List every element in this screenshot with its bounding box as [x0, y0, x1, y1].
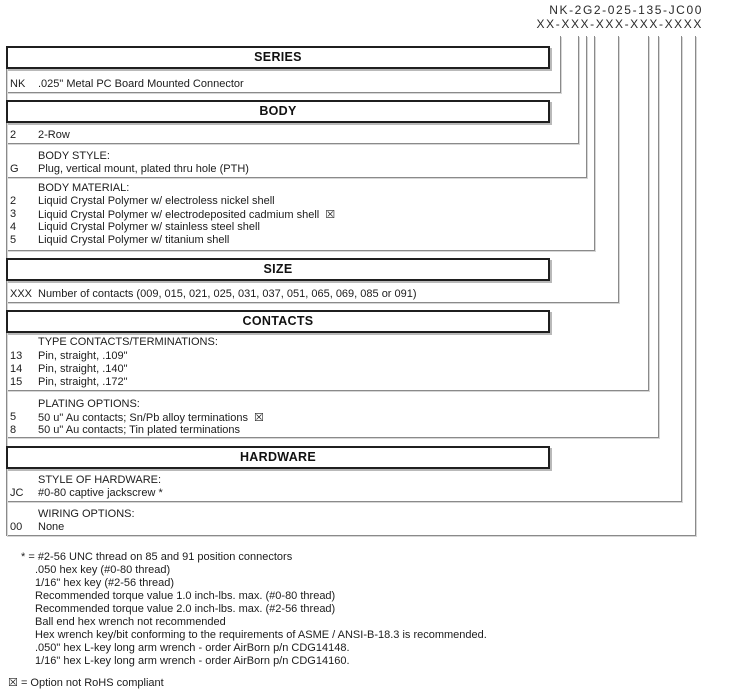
option-description: Pin, straight, .109": [38, 350, 128, 362]
footnote-line: Recommended torque value 1.0 inch-lbs. m…: [35, 590, 336, 602]
footnote-line: Hex wrench key/bit conforming to the req…: [35, 629, 487, 641]
option-code: 2: [10, 195, 17, 207]
rohs-legend-text: = Option not RoHS compliant: [20, 677, 164, 689]
footnote-line: Recommended torque value 2.0 inch-lbs. m…: [35, 603, 336, 615]
group-heading: BODY STYLE:: [38, 150, 110, 162]
option-description: 50 u" Au contacts; Sn/Pb alloy terminati…: [38, 411, 264, 424]
not-rohs-icon: ☒: [8, 676, 18, 689]
option-row: G Plug, vertical mount, plated thru hole …: [6, 163, 666, 176]
option-row: XXX Number of contacts (009, 015, 021, 02…: [6, 288, 666, 301]
option-row: 5 50 u" Au contacts; Sn/Pb alloy terminat…: [6, 411, 666, 424]
option-code: 00: [10, 521, 23, 533]
option-description: .025" Metal PC Board Mounted Connector: [38, 78, 244, 90]
callout-vline: [658, 36, 659, 437]
option-description: Pin, straight, .140": [38, 363, 128, 375]
option-description: 2-Row: [38, 129, 70, 141]
option-row: 5 Liquid Crystal Polymer w/ titanium shel…: [6, 234, 666, 247]
option-code: XXX: [10, 288, 33, 300]
section-title-box: SIZE: [6, 258, 550, 281]
part-number-mask: XX-XXX-XXX-XXX-XXXX: [536, 17, 703, 31]
footnote-line: 1/16" hex L-key long arm wrench - order …: [35, 655, 350, 667]
option-row: 13 Pin, straight, .109": [6, 350, 666, 363]
section-title: SIZE: [263, 262, 293, 276]
callout-hline: [6, 302, 619, 303]
option-code: 4: [10, 221, 17, 233]
callout-hline: [6, 250, 595, 251]
callout-hline: [6, 437, 659, 438]
footnote-line: .050" hex L-key long arm wrench - order …: [35, 642, 350, 654]
callout-vline: [681, 36, 682, 501]
option-description: Liquid Crystal Polymer w/ electrodeposit…: [38, 208, 336, 221]
option-description: 50 u" Au contacts; Tin plated terminatio…: [38, 424, 241, 436]
option-row: 4 Liquid Crystal Polymer w/ stainless ste…: [6, 221, 666, 234]
section-title-box: BODY: [6, 100, 550, 123]
option-description: Number of contacts (009, 015, 021, 025, …: [38, 288, 417, 300]
callout-vline: [578, 36, 579, 143]
option-row: 00 None: [6, 521, 666, 534]
option-row: 15 Pin, straight, .172": [6, 376, 666, 389]
option-code: 5: [10, 234, 17, 246]
option-row: NK .025" Metal PC Board Mounted Connector: [6, 78, 666, 91]
section-title: CONTACTS: [242, 314, 314, 328]
section-title: SERIES: [254, 50, 302, 64]
callout-hline: [6, 535, 696, 536]
footnote-line: 1/16" hex key (#2-56 thread): [35, 577, 175, 589]
option-description: Liquid Crystal Polymer w/ titanium shell: [38, 234, 230, 246]
group-heading: WIRING OPTIONS:: [38, 508, 135, 520]
option-code: 14: [10, 363, 23, 375]
option-description: Liquid Crystal Polymer w/ electroless ni…: [38, 195, 275, 207]
callout-vline: [586, 36, 587, 177]
section-title-box: HARDWARE: [6, 446, 550, 469]
footnote-line: * = #2-56 UNC thread on 85 and 91 positi…: [21, 551, 293, 563]
group-heading: STYLE OF HARDWARE:: [38, 474, 162, 486]
option-row: 8 50 u" Au contacts; Tin plated terminati…: [6, 424, 666, 437]
option-code: 13: [10, 350, 23, 362]
option-code: 3: [10, 208, 17, 220]
callout-hline: [6, 177, 587, 178]
callout-hline: [6, 92, 561, 93]
left-border-line: [6, 66, 7, 535]
option-code: JC: [10, 487, 24, 499]
section-title-box: SERIES: [6, 46, 550, 69]
option-code: 5: [10, 411, 17, 423]
not-rohs-icon: ☒: [325, 208, 336, 221]
callout-vline: [695, 36, 696, 535]
option-row: 2 Liquid Crystal Polymer w/ electroless n…: [6, 195, 666, 208]
callout-vline: [594, 36, 595, 250]
option-code: NK: [10, 78, 26, 90]
option-description: None: [38, 521, 65, 533]
group-heading: PLATING OPTIONS:: [38, 398, 140, 410]
option-code: 2: [10, 129, 17, 141]
option-description: Plug, vertical mount, plated thru hole (…: [38, 163, 249, 175]
option-description: #0-80 captive jackscrew *: [38, 487, 163, 499]
section-title: BODY: [259, 104, 297, 118]
option-code: 8: [10, 424, 17, 436]
callout-vline: [648, 36, 649, 390]
group-heading: TYPE CONTACTS/TERMINATIONS:: [38, 336, 218, 348]
section-title-box: CONTACTS: [6, 310, 550, 333]
part-number: NK-2G2-025-135-JC00: [549, 3, 703, 17]
callout-hline: [6, 143, 579, 144]
option-description: Pin, straight, .172": [38, 376, 128, 388]
callout-vline: [560, 36, 561, 92]
rohs-legend: ☒ = Option not RoHS compliant: [8, 676, 164, 690]
callout-hline: [6, 390, 649, 391]
option-row: 14 Pin, straight, .140": [6, 363, 666, 376]
not-rohs-icon: ☒: [253, 411, 264, 424]
section-title: HARDWARE: [239, 450, 316, 464]
footnote-line: Ball end hex wrench not recommended: [35, 616, 226, 628]
group-heading: BODY MATERIAL:: [38, 182, 130, 194]
option-code: 15: [10, 376, 23, 388]
footnote-line: .050 hex key (#0-80 thread): [35, 564, 171, 576]
option-row: 3 Liquid Crystal Polymer w/ electrodeposi…: [6, 208, 666, 221]
option-row: JC #0-80 captive jackscrew *: [6, 487, 666, 500]
option-code: G: [10, 163, 19, 175]
callout-vline: [618, 36, 619, 302]
callout-hline: [6, 501, 682, 502]
option-row: 2 2-Row: [6, 129, 666, 142]
option-description: Liquid Crystal Polymer w/ stainless stee…: [38, 221, 260, 233]
